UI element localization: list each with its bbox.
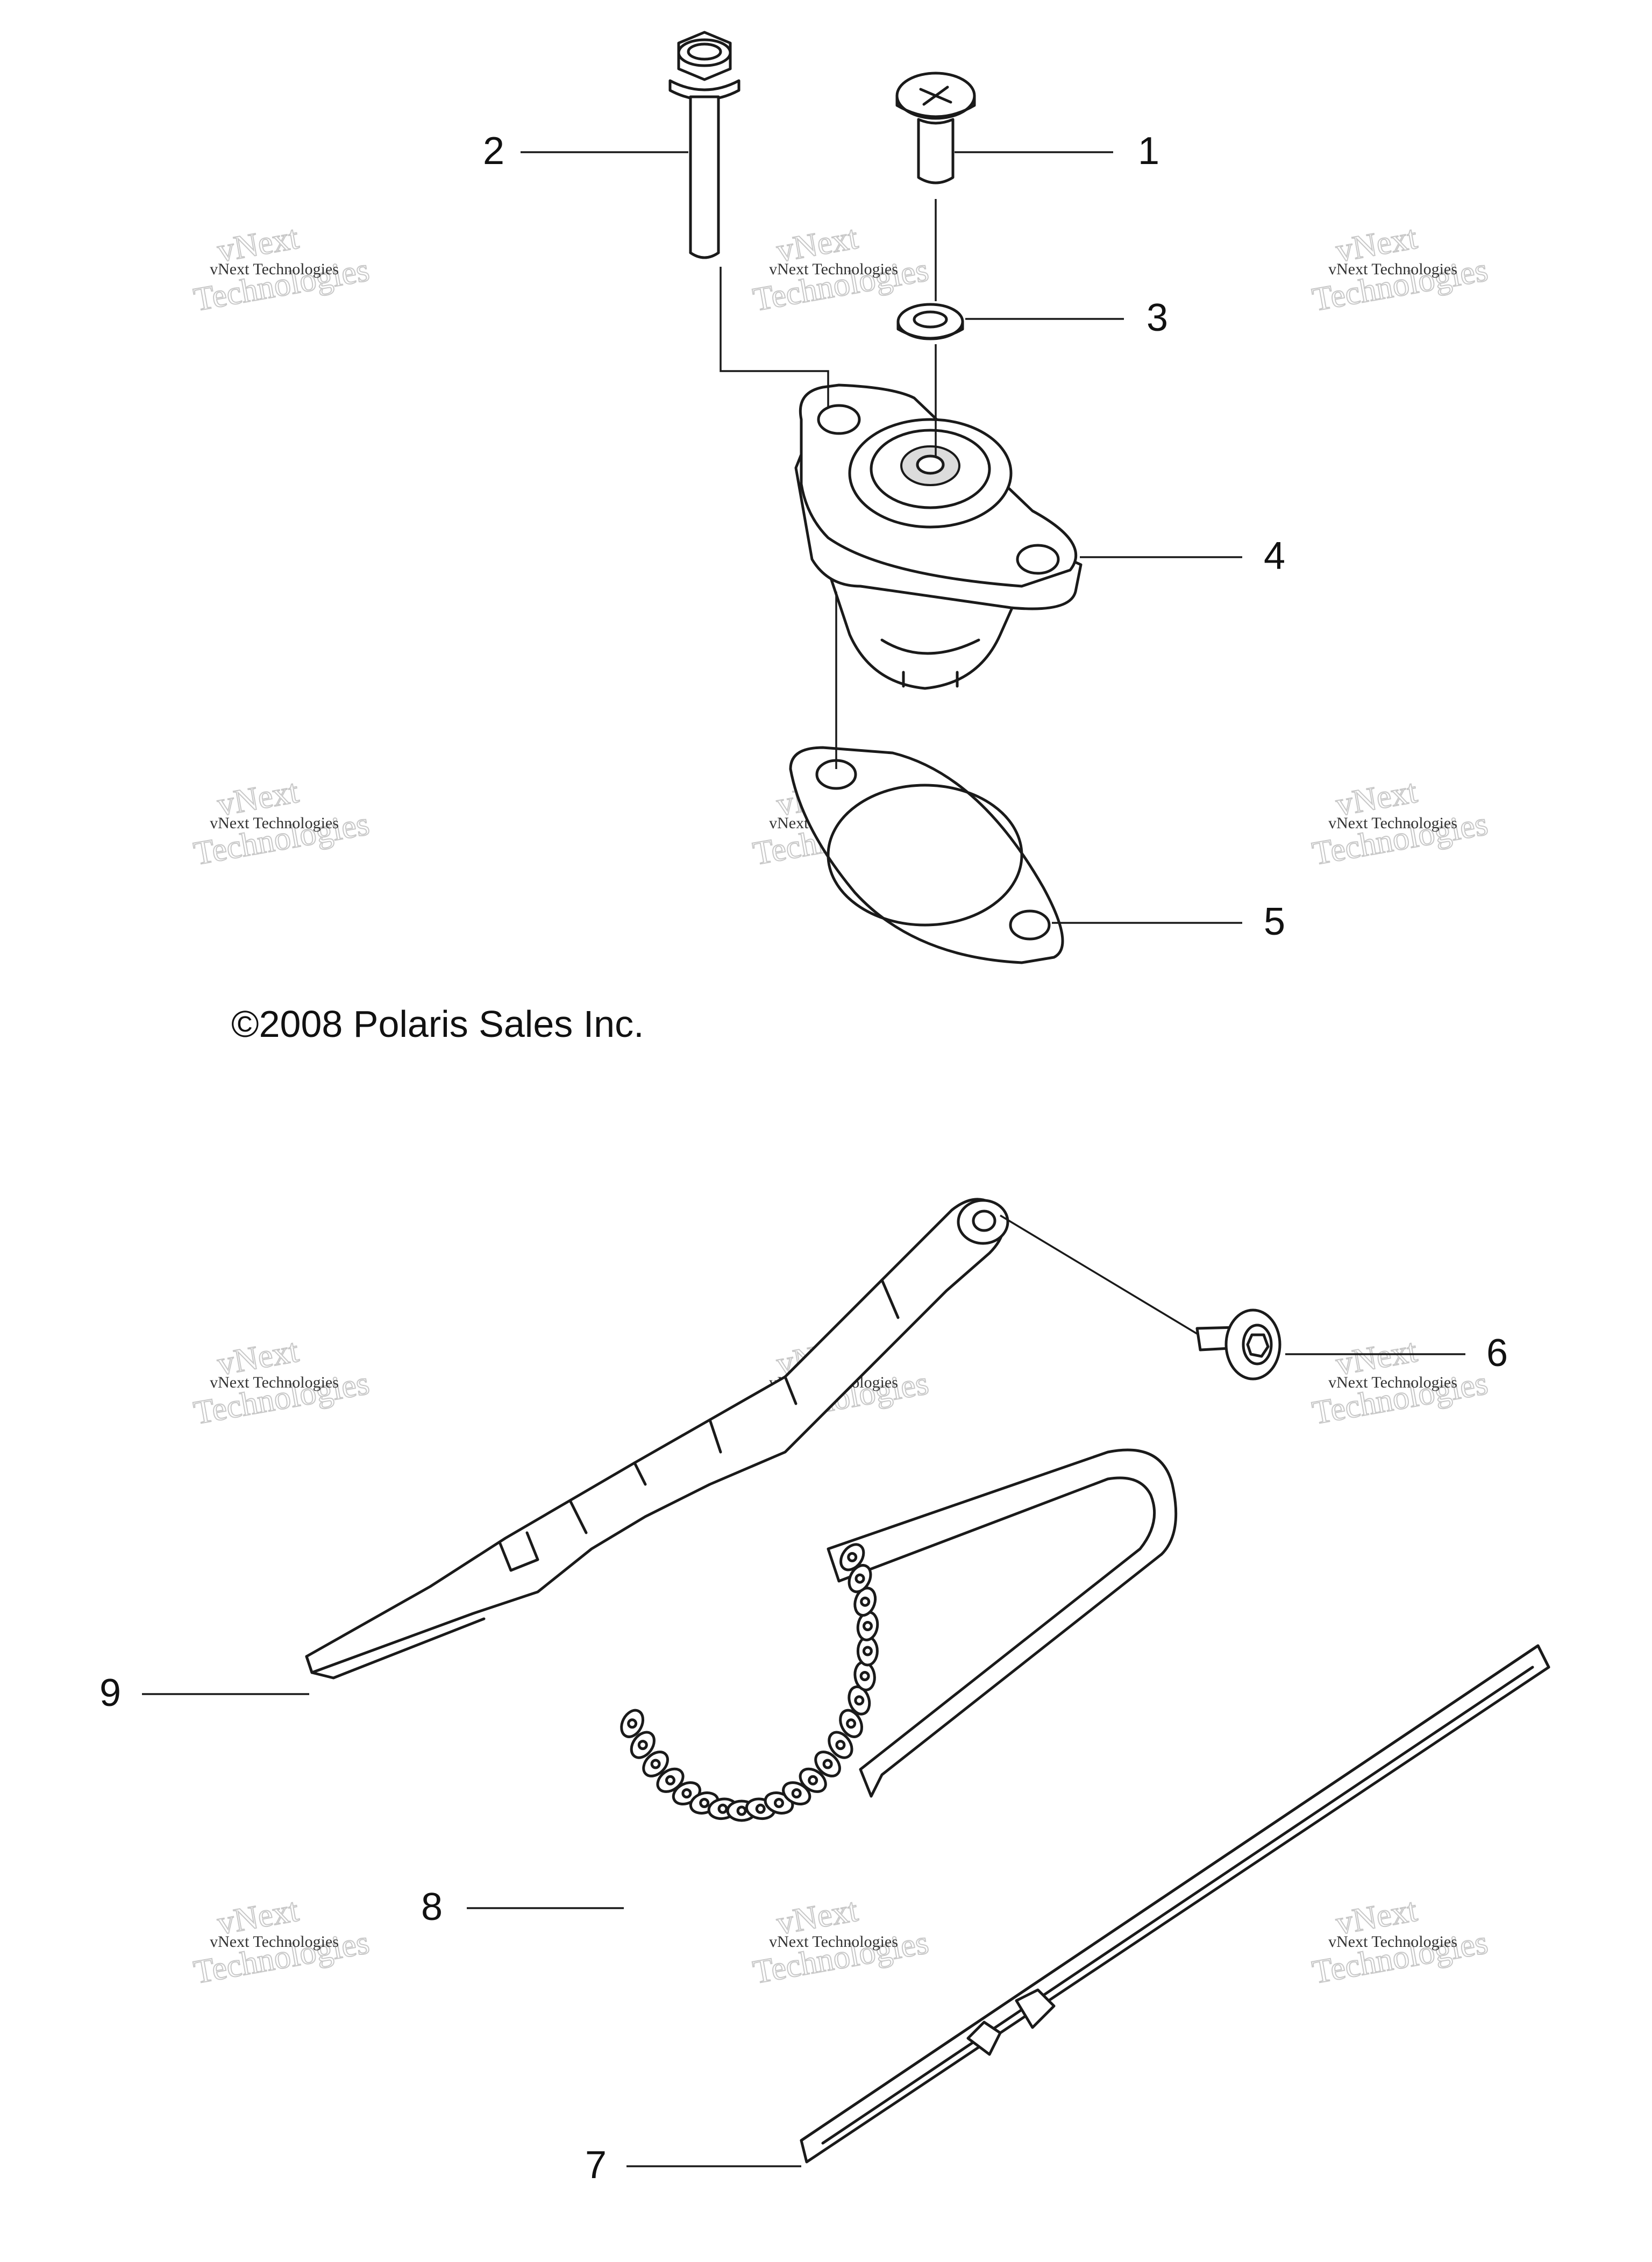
watermark-small-line: vNext Technologies [1328, 814, 1457, 832]
watermark-small-line: vNext Technologies [1328, 260, 1457, 278]
chain-link [620, 1709, 645, 1738]
watermark-small-line: vNext Technologies [769, 260, 898, 278]
chain-pin [860, 1596, 871, 1607]
chain-link [642, 1751, 669, 1777]
callout-8: 8 [421, 1886, 443, 1929]
chain-pin [854, 1695, 865, 1706]
watermark-small-line: vNext Technologies [769, 1933, 898, 1951]
chain-pin [717, 1803, 728, 1814]
callout-6: 6 [1486, 1332, 1508, 1375]
part-2-flange-bolt [668, 31, 740, 259]
chain-pin [627, 1718, 638, 1729]
chain-pin [650, 1759, 661, 1769]
callout-labels: 1 2 3 4 5 6 7 8 9 [99, 130, 1508, 2187]
watermark-small-line: vNext Technologies [1328, 1933, 1457, 1951]
chain-pin [846, 1718, 857, 1729]
watermark-small-line: vNext Technologies [210, 260, 339, 278]
chain-pin [855, 1573, 865, 1584]
chain-link [782, 1781, 811, 1806]
chain-link [848, 1685, 871, 1716]
chain-pin [863, 1621, 873, 1631]
chain-link [814, 1751, 841, 1777]
callout-9: 9 [99, 1671, 121, 1715]
part-7-chain-guide [800, 1644, 1550, 2164]
chain-pin [847, 1552, 858, 1562]
chain-link [848, 1564, 872, 1594]
part-4-tensioner-body [794, 383, 1083, 690]
chain-pin [755, 1803, 766, 1814]
chain-link [828, 1731, 853, 1759]
callout-7: 7 [585, 2144, 607, 2187]
chain-link [799, 1767, 827, 1793]
chain-pin [637, 1740, 648, 1751]
chain-pin [699, 1798, 710, 1808]
chain-links [620, 1543, 879, 1822]
leader-lines [142, 151, 1465, 2167]
callout-1: 1 [1138, 130, 1159, 173]
callout-5: 5 [1264, 900, 1285, 943]
part-5-gasket [789, 746, 1064, 964]
chain-link [856, 1635, 879, 1667]
part-9-tensioner-blade [305, 1198, 1009, 1680]
callout-3: 3 [1147, 296, 1168, 339]
chain-link [839, 1709, 864, 1738]
part-6-pivot-bolt [1195, 1308, 1281, 1381]
chain-pin [808, 1775, 818, 1786]
chain-pin [835, 1740, 846, 1751]
watermark-small-line: vNext Technologies [210, 1374, 339, 1391]
part-1-phillips-screw [895, 72, 976, 184]
watermark-small-line: vNext Technologies [1328, 1374, 1457, 1391]
watermark-small-line: vNext Technologies [210, 1933, 339, 1951]
callout-4: 4 [1264, 535, 1285, 578]
chain-link [853, 1587, 877, 1617]
callout-2: 2 [483, 130, 504, 173]
assembly-lines [720, 199, 937, 769]
copyright-notice: ©2008 Polaris Sales Inc. [231, 1003, 644, 1045]
chain-pin [665, 1775, 675, 1786]
part-8-cam-chain [620, 1448, 1178, 1822]
part-3-washer [896, 303, 964, 340]
watermark-small-line: vNext Technologies [210, 814, 339, 832]
chain-link [630, 1731, 656, 1759]
chain-pin [822, 1759, 833, 1769]
chain-pin [736, 1805, 747, 1816]
chain-pin [681, 1788, 692, 1799]
chain-link [839, 1543, 865, 1571]
chain-pin [862, 1646, 873, 1656]
assembly-lines-lower [1000, 1214, 1198, 1335]
chain-pin [859, 1671, 870, 1681]
chain-pin [791, 1788, 802, 1799]
chain-pin [774, 1798, 784, 1808]
